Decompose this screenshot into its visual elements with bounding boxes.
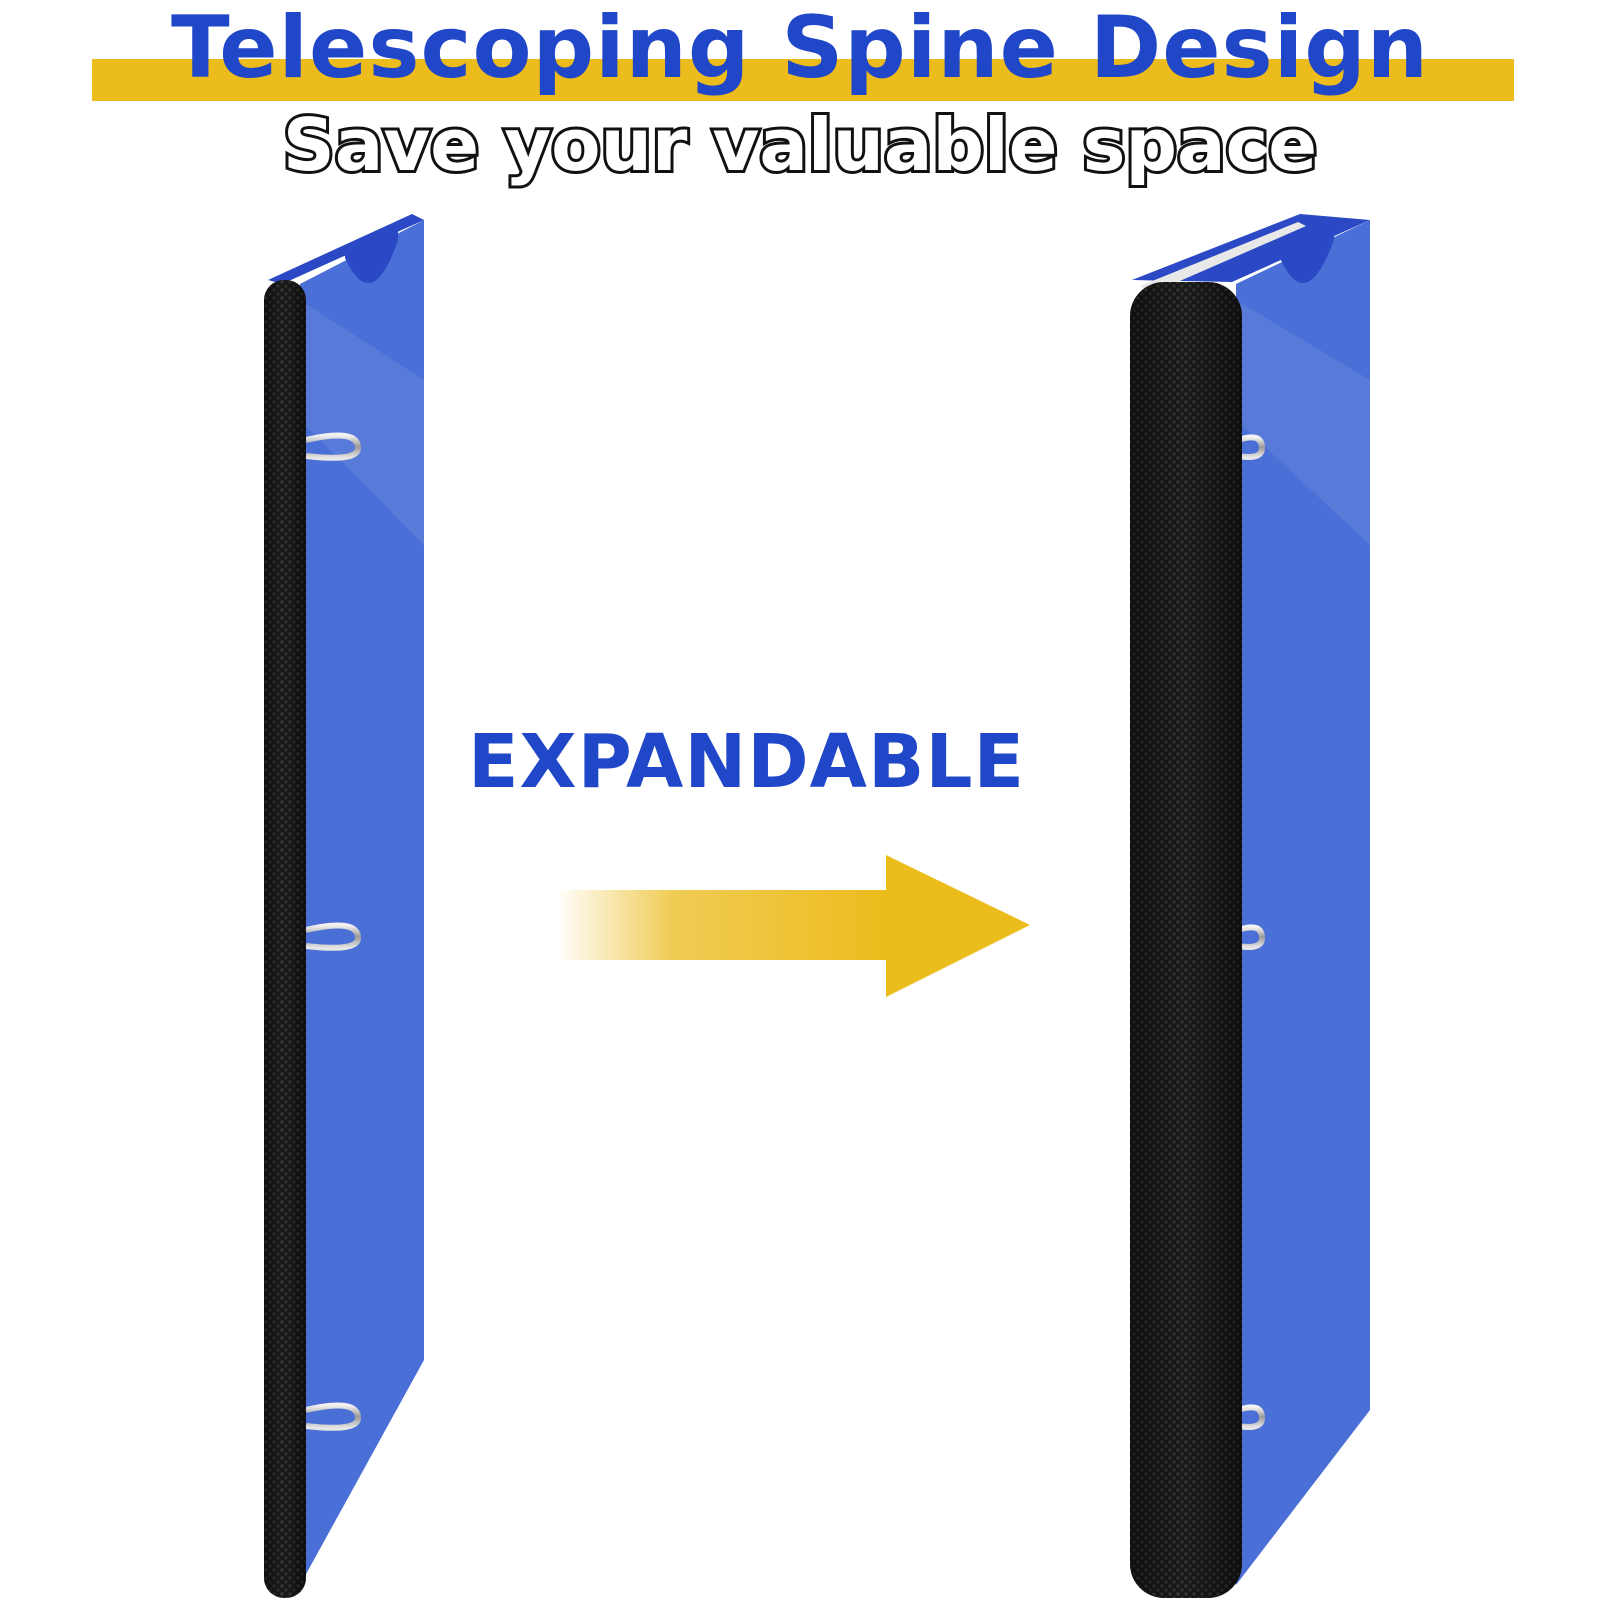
binder-cover-sheen <box>1236 300 1370 545</box>
page-title: Telescoping Spine Design <box>170 0 1430 98</box>
title-highlight-band <box>92 59 1514 101</box>
ring-icon <box>305 432 362 461</box>
binder-cover <box>300 220 424 1585</box>
ring-icon <box>1237 924 1266 950</box>
binder-top-edge <box>268 214 424 284</box>
ring-icon <box>305 922 362 951</box>
binder-cover-sheen <box>300 300 424 545</box>
binder-rings <box>1237 434 1266 1430</box>
binder-cover <box>1236 220 1370 1585</box>
page-subtitle: Save your valuable space <box>280 100 1320 190</box>
arrow-right-icon <box>556 855 1030 997</box>
binder-wide <box>1130 214 1370 1598</box>
binder-rings <box>305 432 362 1431</box>
ring-icon <box>1237 434 1266 460</box>
expandable-label: EXPANDABLE <box>468 719 1026 805</box>
ring-icon <box>305 1402 362 1431</box>
binder-narrow <box>264 214 424 1598</box>
binder-label-pocket <box>345 228 398 284</box>
binder-paper-edge <box>1140 222 1306 294</box>
binder-label-pocket <box>1280 228 1334 284</box>
ring-icon <box>1237 1404 1266 1430</box>
